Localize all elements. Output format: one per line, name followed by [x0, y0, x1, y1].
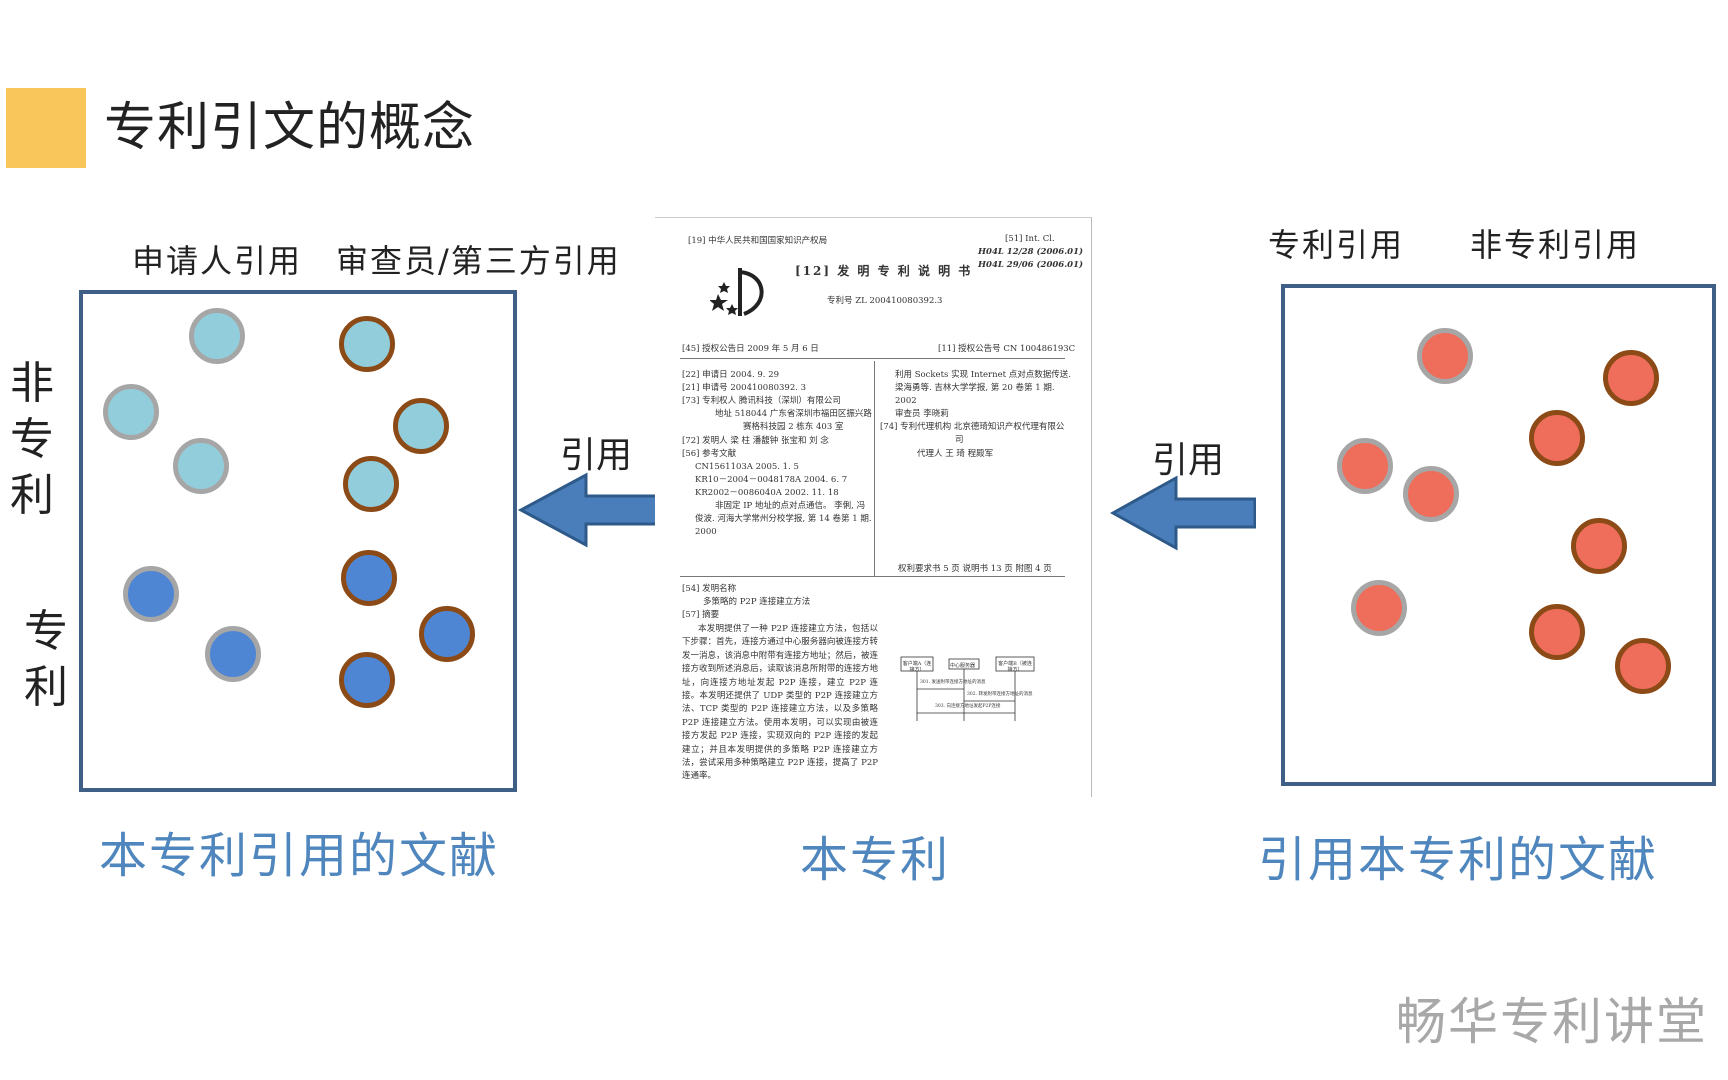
doc-ref-2: KR10－2004－0048178A 2004. 6. 7 — [695, 475, 848, 485]
title-accent-block — [6, 88, 86, 168]
right-col-label-nonpatent-citation: 非专利引用 — [1470, 226, 1641, 264]
cited-citation-dot — [189, 308, 245, 364]
doc-patent-no: 专利号 ZL 200410080392.3 — [827, 296, 943, 306]
right-col-label-patent-citation: 专利引用 — [1268, 226, 1405, 264]
doc-int-cl-2: H04L 29/06 (2006.01) — [978, 260, 1084, 270]
cited-citation-dot — [173, 438, 229, 494]
row-label-nonpatent-char: 利 — [10, 470, 54, 521]
doc-pub-date: [45] 授权公告日 2009 年 5 月 6 日 — [682, 344, 819, 354]
doc-fig-step-2: 302. 转发附带连接方地址的消息 — [967, 692, 1033, 697]
doc-sequence-diagram — [900, 656, 1035, 721]
patent-document-image: [19] 中华人民共和国国家知识产权局 [12] 发 明 专 利 说 明 书 专… — [655, 217, 1092, 797]
watermark: 畅华专利讲堂 — [1396, 993, 1708, 1051]
row-label-nonpatent-char: 非 — [10, 358, 54, 409]
doc-rule-1 — [680, 358, 1065, 359]
doc-ref-1: CN1561103A 2005. 1. 5 — [695, 462, 799, 472]
doc-column-rule — [874, 361, 875, 576]
doc-address-2: 赛格科技园 2 栋东 403 室 — [743, 422, 844, 432]
cited-citation-dot — [205, 626, 261, 682]
citing-citation-dot — [1351, 580, 1407, 636]
doc-fig-label-c: 客户端B（被连接方） — [998, 661, 1032, 673]
doc-ref-r3: 2002 — [895, 396, 917, 406]
doc-fig-label-a: 客户端A（连接方） — [902, 661, 932, 673]
doc-refs-label: [56] 参考文献 — [682, 449, 737, 459]
citing-citation-dot — [1603, 350, 1659, 406]
citing-citation-dot — [1571, 518, 1627, 574]
row-label-patent-char: 专 — [24, 606, 68, 657]
left-arrow-label: 引用 — [560, 435, 633, 476]
citing-citation-dot — [1417, 328, 1473, 384]
doc-ref-3: KR2002－0086040A 2002. 11. 18 — [695, 488, 839, 498]
cited-citation-dot — [343, 456, 399, 512]
cnipa-logo-icon — [710, 268, 764, 316]
left-col-label-applicant: 申请人引用 — [132, 242, 303, 280]
doc-app-no: [21] 申请号 200410080392. 3 — [682, 383, 807, 393]
doc-app-date: [22] 申请日 2004. 9. 29 — [682, 370, 780, 380]
citing-documents-box — [1281, 284, 1716, 786]
cited-citation-dot — [393, 398, 449, 454]
doc-ref-6: 2000 — [695, 527, 717, 537]
doc-pages-note: 权利要求书 5 页 说明书 13 页 附图 4 页 — [898, 564, 1052, 574]
cited-citation-dot — [339, 316, 395, 372]
cited-citation-dot — [123, 566, 179, 622]
left-row-label-nonpatent: 非专利 — [4, 356, 60, 524]
left-caption: 本专利引用的文献 — [99, 828, 500, 884]
cited-documents-box — [79, 290, 517, 792]
citing-citation-dot — [1337, 438, 1393, 494]
citing-citation-dot — [1615, 638, 1671, 694]
doc-agent: 代理人 王 琦 程殿军 — [917, 449, 994, 459]
cited-citation-dot — [103, 384, 159, 440]
right-arrow-icon — [1110, 475, 1256, 551]
doc-fig-step-1: 301. 发送附带连接方地址的消息 — [920, 680, 986, 685]
doc-address-1: 地址 518044 广东省深圳市福田区振兴路 — [715, 409, 872, 419]
doc-pub-no: [11] 授权公告号 CN 100486193C — [938, 344, 1076, 354]
doc-agency-1: [74] 专利代理机构 北京德琦知识产权代理有限公 — [880, 422, 1065, 432]
doc-header-office: [19] 中华人民共和国国家知识产权局 — [688, 236, 828, 246]
row-label-nonpatent-char: 专 — [10, 414, 54, 465]
doc-examiner: 审查员 李晓莉 — [895, 409, 949, 419]
doc-inventors: [72] 发明人 梁 柱 潘馥钟 张宝和 刘 念 — [682, 436, 829, 446]
row-label-patent-char: 利 — [24, 662, 68, 713]
doc-ref-4: 非固定 IP 地址的点对点通信。 李俐, 冯 — [715, 501, 866, 511]
left-col-label-examiner: 审查员/第三方引用 — [336, 242, 621, 280]
doc-invention-title: 多策略的 P2P 连接建立方法 — [703, 597, 811, 607]
doc-fig-step-3: 303. 向连接方地址发起P2P连接 — [935, 704, 1001, 709]
page-title: 专利引文的概念 — [104, 98, 476, 158]
cited-citation-dot — [419, 606, 475, 662]
right-caption: 引用本专利的文献 — [1258, 832, 1659, 888]
doc-type: [12] 发 明 专 利 说 明 书 — [795, 264, 973, 278]
center-caption: 本专利 — [800, 832, 951, 888]
right-arrow-label: 引用 — [1152, 440, 1225, 481]
doc-int-cl-label: [51] Int. Cl. — [1005, 234, 1055, 244]
doc-title-label: [54] 发明名称 — [682, 584, 737, 594]
citing-citation-dot — [1403, 466, 1459, 522]
doc-patentee: [73] 专利权人 腾讯科技（深圳）有限公司 — [682, 396, 841, 406]
doc-ref-r1: 利用 Sockets 实现 Internet 点对点数据传送. — [895, 370, 1071, 380]
doc-ref-r2: 梁海勇等. 吉林大学学报, 第 20 卷第 1 期. — [895, 383, 1055, 393]
doc-ref-5: 俊波. 河海大学常州分校学报, 第 14 卷第 1 期. — [695, 514, 872, 524]
doc-agency-2: 司 — [955, 435, 964, 445]
cited-citation-dot — [339, 652, 395, 708]
citing-citation-dot — [1529, 604, 1585, 660]
citing-citation-dot — [1529, 410, 1585, 466]
doc-abstract-label: [57] 摘要 — [682, 610, 720, 620]
doc-int-cl-1: H04L 12/28 (2006.01) — [978, 247, 1084, 257]
left-row-label-patent: 专利 — [18, 604, 74, 716]
cited-citation-dot — [341, 550, 397, 606]
doc-fig-label-b: 中心服务器 — [950, 663, 976, 669]
doc-abstract: 本发明提供了一种 P2P 连接建立方法，包括以下步骤：首先，连接方通过中心服务器… — [682, 624, 878, 782]
doc-rule-2 — [680, 576, 1065, 577]
left-arrow-icon — [518, 472, 666, 548]
